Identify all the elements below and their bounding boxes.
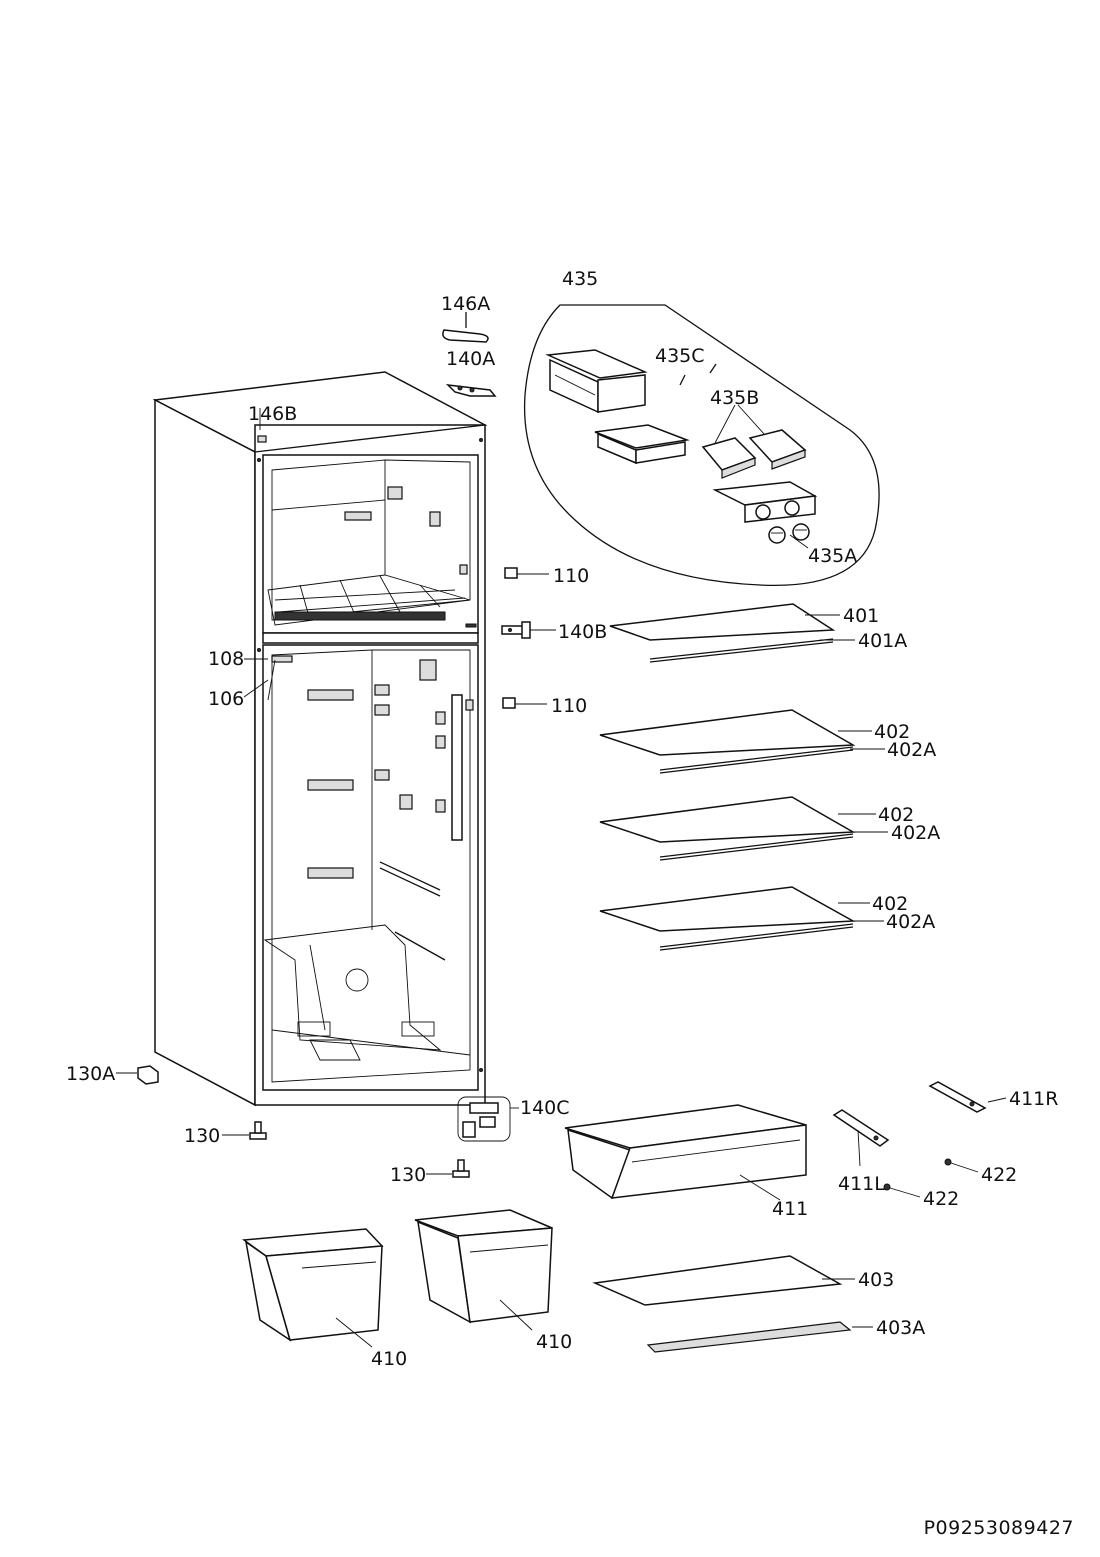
label-410-left: 410 xyxy=(371,1348,407,1370)
top-hinge-parts xyxy=(442,312,497,397)
label-402A-middle: 402A xyxy=(891,822,940,844)
label-411R: 411R xyxy=(1009,1088,1058,1110)
label-140C: 140C xyxy=(520,1097,570,1119)
label-401: 401 xyxy=(843,605,879,627)
label-106: 106 xyxy=(208,688,244,710)
label-130A: 130A xyxy=(66,1063,115,1085)
glass-shelves xyxy=(592,603,888,1353)
label-403: 403 xyxy=(858,1269,894,1291)
label-435: 435 xyxy=(562,268,598,290)
ice-tray-kit-435 xyxy=(523,304,880,587)
label-130-left: 130 xyxy=(184,1125,220,1147)
label-411L: 411L xyxy=(838,1173,885,1195)
label-146B: 146B xyxy=(248,403,297,425)
label-130-right: 130 xyxy=(390,1164,426,1186)
label-435C: 435C xyxy=(655,345,705,367)
label-410-right: 410 xyxy=(536,1331,572,1353)
label-403A: 403A xyxy=(876,1317,925,1339)
label-402-top: 402 xyxy=(874,721,910,743)
drawers xyxy=(241,1081,1007,1348)
fridge-cabinet xyxy=(152,371,488,1107)
label-146A: 146A xyxy=(441,293,490,315)
label-140B: 140B xyxy=(558,621,607,643)
label-411: 411 xyxy=(772,1198,808,1220)
label-110-upper: 110 xyxy=(553,565,589,587)
label-401A: 401A xyxy=(858,630,907,652)
label-435B: 435B xyxy=(710,387,759,409)
part-labels: 435 146A 140A 146B 435C 435B 435A 110 40… xyxy=(66,268,1058,1370)
label-110-lower: 110 xyxy=(551,695,587,717)
label-402-middle: 402 xyxy=(878,804,914,826)
label-140A: 140A xyxy=(446,348,495,370)
label-422-left: 422 xyxy=(923,1188,959,1210)
label-108: 108 xyxy=(208,648,244,670)
label-422-right: 422 xyxy=(981,1164,1017,1186)
hinge-and-stopper-parts xyxy=(116,408,556,1178)
label-435A: 435A xyxy=(808,545,857,567)
document-id: P09253089427 xyxy=(923,1517,1074,1539)
label-402-bottom: 402 xyxy=(872,893,908,915)
label-402A-top: 402A xyxy=(887,739,936,761)
label-402A-bottom: 402A xyxy=(886,911,935,933)
